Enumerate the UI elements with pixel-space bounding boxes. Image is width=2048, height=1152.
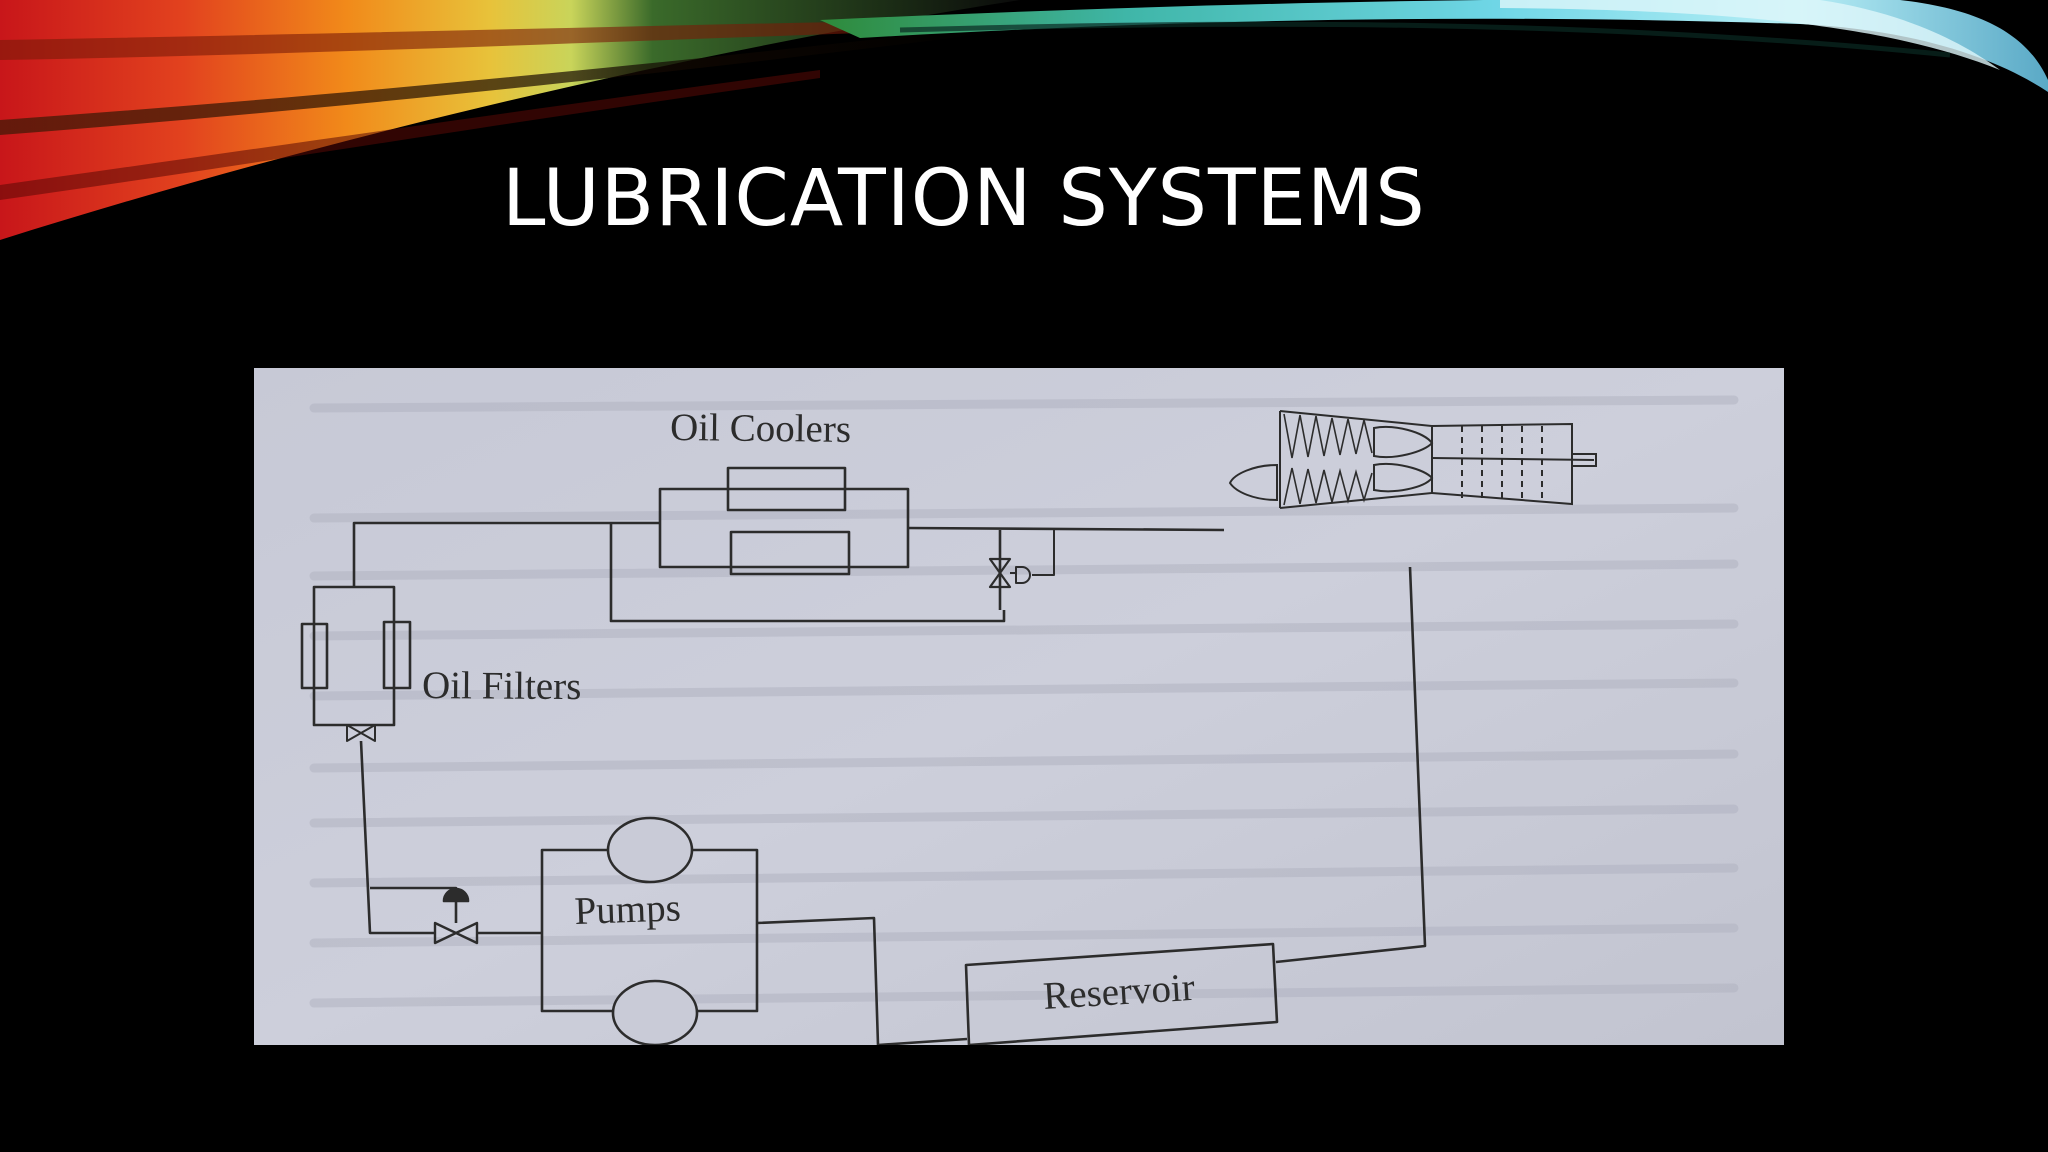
oil-filters-label: Oil Filters: [422, 664, 582, 708]
oil-cooler-top: [726, 466, 847, 512]
lubrication-system-diagram: Oil Coolers Oil Filters Pumps Reservoir: [254, 368, 1784, 1045]
pump-top: [606, 816, 694, 884]
reservoir-label: Reservoir: [1042, 966, 1196, 1018]
cooler-valve-actuator: [1015, 566, 1031, 584]
pipe-reservoir-feed: [877, 1037, 968, 1045]
oil-cooler-box-left: [658, 487, 910, 569]
pipe-main-outlet: [907, 526, 1225, 532]
slide-title: LUBRICATION SYSTEMS: [502, 154, 1426, 244]
pumps-label: Pumps: [574, 886, 682, 933]
oil-coolers-label: Oil Coolers: [670, 406, 851, 451]
pipe-scavenge-return: [1275, 566, 1427, 964]
cooler-relief-valve: [988, 557, 1012, 589]
oil-filter-left: [300, 622, 329, 690]
reservoir: [964, 942, 1279, 1045]
filter-bypass-valve: [346, 724, 376, 742]
pipe-pumps-to-reservoir: [756, 916, 880, 1045]
pump-bottom: [611, 979, 699, 1045]
decorative-banner: [0, 0, 2048, 240]
pipe-main-line: [352, 521, 660, 587]
jet-engine-icon: [1228, 410, 1597, 509]
pipe-oil-cooler-bypass: [609, 523, 1006, 623]
valve-actuator: [442, 887, 470, 903]
filter-frame: [312, 585, 396, 727]
pipe-filter-to-valve: [359, 740, 435, 935]
oil-filter-right: [382, 620, 412, 690]
oil-cooler-bottom: [729, 530, 851, 576]
faint-background-text: [309, 395, 1739, 1008]
